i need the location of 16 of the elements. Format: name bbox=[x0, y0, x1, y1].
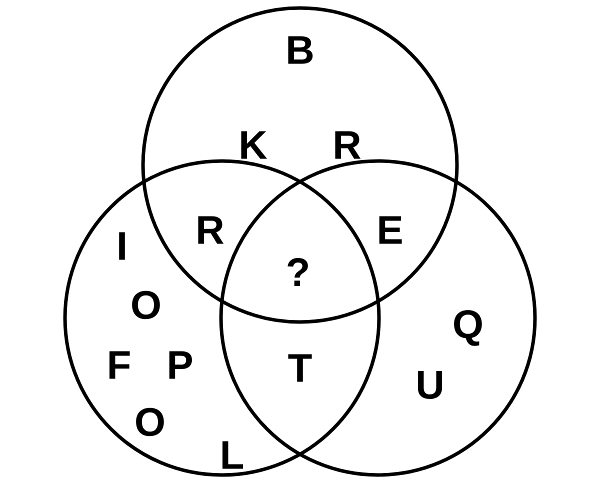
letter: E bbox=[379, 216, 402, 244]
letter: U bbox=[418, 371, 442, 399]
letter: O bbox=[136, 408, 164, 436]
venn-circle bbox=[63, 159, 381, 477]
letter: L bbox=[222, 441, 243, 469]
letter: Q bbox=[454, 310, 482, 346]
letter: B bbox=[288, 36, 313, 64]
letter: I bbox=[119, 232, 125, 260]
letter: R bbox=[335, 131, 361, 159]
letter: T bbox=[288, 354, 312, 382]
letter: P bbox=[169, 351, 192, 379]
letter: F bbox=[109, 351, 130, 379]
letter: R bbox=[198, 216, 224, 244]
letter: O bbox=[132, 290, 160, 320]
letter: ? bbox=[288, 258, 308, 286]
letter: K bbox=[241, 131, 268, 159]
